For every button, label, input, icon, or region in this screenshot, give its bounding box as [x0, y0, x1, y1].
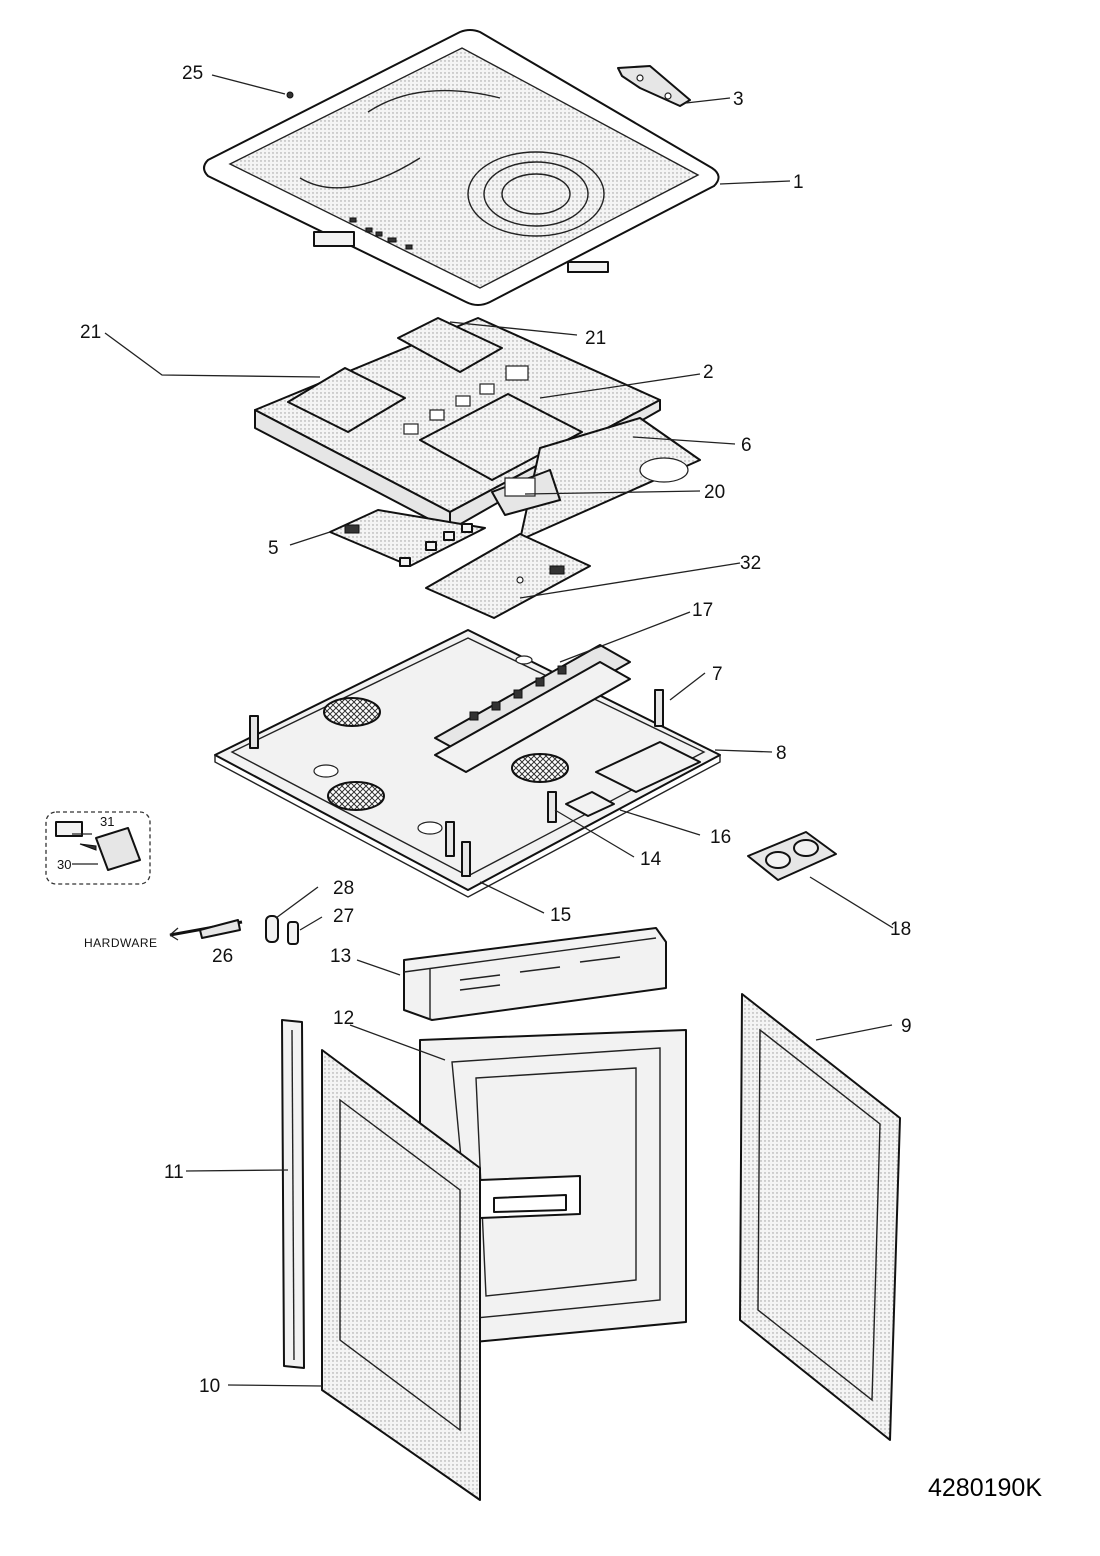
- leader-lines: [72, 74, 894, 1387]
- fan-module-part-20: [491, 469, 561, 516]
- left-side-panel-part-10: [321, 1049, 481, 1501]
- callout-labels: 25 3 1 21 21 2 6 20 5 32 17 7 8 16 14 15…: [57, 63, 1042, 1502]
- callout-6: 6: [741, 435, 752, 456]
- spring-front: [445, 821, 471, 877]
- spring-left: [249, 715, 259, 749]
- callout-31: 31: [100, 814, 114, 829]
- callout-25: 25: [182, 63, 203, 84]
- callout-18: 18: [890, 919, 911, 940]
- spring-mid: [547, 791, 557, 823]
- switch-block-part-18: [747, 831, 837, 881]
- oven-cavity-part-12: [419, 1029, 687, 1343]
- document-number: 4280190K: [928, 1474, 1042, 1502]
- callout-7: 7: [712, 664, 723, 685]
- callout-16: 16: [710, 827, 731, 848]
- rear-frame-part-13: [403, 927, 667, 1021]
- bracket-part-3: [617, 65, 691, 107]
- callout-11: 11: [164, 1162, 184, 1183]
- filter-board-part-5: [329, 509, 486, 567]
- callout-8: 8: [776, 743, 787, 764]
- callout-17: 17: [692, 600, 713, 621]
- callout-5: 5: [268, 538, 279, 559]
- callout-20: 20: [704, 482, 725, 503]
- callout-13: 13: [330, 946, 351, 967]
- control-board-part-17: [434, 644, 631, 773]
- callout-30: 30: [57, 857, 71, 872]
- insulation-sheet-part-6: [519, 417, 701, 541]
- inset-part-30-31: [45, 811, 151, 885]
- callout-12: 12: [333, 1008, 354, 1029]
- callout-1: 1: [793, 172, 804, 193]
- callout-26: 26: [212, 946, 233, 967]
- cooktop-glass-part-1: [203, 29, 720, 306]
- callout-15: 15: [550, 905, 571, 926]
- right-side-panel-part-9: [739, 993, 901, 1441]
- callout-32: 32: [740, 553, 761, 574]
- spring-part-7: [654, 689, 664, 727]
- callout-14: 14: [640, 849, 662, 870]
- hardware-label: HARDWARE: [84, 936, 158, 950]
- callout-2: 2: [703, 362, 714, 383]
- callout-10: 10: [199, 1376, 220, 1397]
- hardware-parts-26-27-28: [169, 915, 299, 945]
- side-rail-part-11: [281, 1019, 305, 1369]
- callout-3: 3: [733, 89, 744, 110]
- callout-28: 28: [333, 878, 354, 899]
- callout-21-right: 21: [585, 328, 606, 349]
- callout-21-left: 21: [80, 322, 101, 343]
- callout-9: 9: [901, 1016, 912, 1037]
- callout-27: 27: [333, 906, 354, 927]
- power-board-part-32: [425, 533, 591, 619]
